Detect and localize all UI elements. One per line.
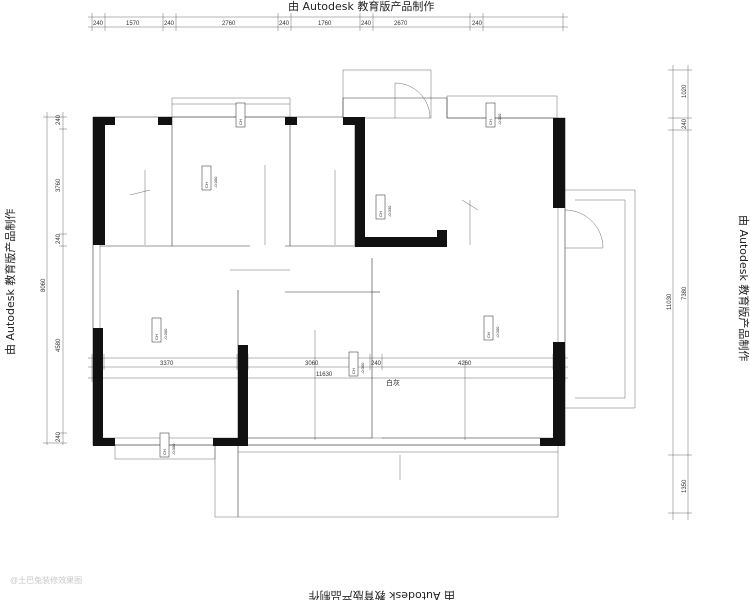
dim-bottom-total: 11630 [316, 372, 333, 378]
svg-text:-0.000: -0.000 [360, 362, 365, 374]
dim-bottom-5: 240 [371, 361, 382, 367]
svg-text:CH: CH [351, 368, 356, 374]
svg-text:CH: CH [154, 334, 159, 340]
svg-text:CH: CH [378, 211, 383, 217]
dim-left-3: 240 [56, 233, 62, 244]
svg-text:CH: CH [162, 449, 167, 455]
dim-top-9: 240 [472, 21, 483, 27]
elevation-marker-3: CH -0.000 [348, 351, 365, 377]
dim-right-2: 240 [682, 118, 688, 129]
watermark-left: 由 Autodesk 教育版产品制作 [3, 209, 17, 355]
elevation-marker-5: CH -0.000 [485, 102, 502, 128]
elevation-marker-4: CH -0.000 [483, 315, 500, 341]
dim-top-5: 240 [279, 21, 290, 27]
dim-top-8: 2670 [394, 21, 408, 27]
watermark-right: 由 Autodesk 教育版产品制作 [737, 215, 750, 361]
dim-left-1: 240 [56, 114, 62, 125]
elevation-marker-6: CH -0.030 [375, 194, 392, 220]
dim-top-1: 240 [93, 21, 104, 27]
dim-left-4: 4580 [56, 338, 62, 352]
svg-text:CH: CH [488, 119, 493, 125]
dim-right-4: 1350 [682, 479, 688, 493]
dimension-chain-left: 240 3760 240 4580 240 8060 [41, 112, 67, 445]
image-credit: @土巴兔装修效果图 [10, 576, 83, 585]
svg-text:-0.030: -0.030 [387, 205, 392, 217]
dim-left-5: 240 [56, 431, 62, 442]
annotation-leaders [129, 165, 479, 480]
dim-top-2: 1570 [126, 21, 140, 27]
elevation-marker-2: CH -0.000 [151, 317, 168, 343]
dimension-chain-right: 1020 240 7380 1350 11030 [667, 65, 692, 520]
dimension-chain-bottom: 240 3370 240 3060 240 4260 240 11630 [88, 354, 568, 382]
svg-text:CH: CH [204, 182, 209, 188]
room-label: 白灰 [386, 378, 400, 387]
svg-text:-0.000: -0.000 [163, 328, 168, 340]
svg-text:-0.000: -0.000 [171, 443, 176, 455]
svg-text:CH: CH [238, 119, 243, 125]
dim-right-1: 1020 [682, 84, 688, 98]
elevation-marker-8: CH [235, 102, 246, 128]
plan-solid-walls [93, 117, 565, 446]
svg-text:-0.000: -0.000 [213, 176, 218, 188]
dim-top-6: 1760 [318, 21, 332, 27]
dimension-chain-top: 240 1570 240 2760 240 1760 240 2670 240 [88, 13, 568, 31]
svg-text:-0.000: -0.000 [495, 326, 500, 338]
watermark-bottom: 由 Autodesk 教育版产品制作 [309, 589, 455, 600]
dim-right-3: 7380 [682, 286, 688, 300]
elevation-marker-7: CH -0.000 [159, 432, 176, 458]
dim-bottom-4: 3060 [305, 361, 319, 367]
dim-top-3: 240 [164, 21, 175, 27]
svg-text:CH: CH [486, 332, 491, 338]
dim-bottom-2: 3370 [160, 361, 174, 367]
watermark-top: 由 Autodesk 教育版产品制作 [288, 0, 434, 13]
dim-top-4: 2760 [222, 21, 236, 27]
svg-text:-0.000: -0.000 [497, 113, 502, 125]
dim-left-total: 8060 [41, 278, 47, 292]
dim-left-2: 3760 [56, 178, 62, 192]
dim-top-7: 240 [361, 21, 372, 27]
elevation-marker-1: CH -0.000 [201, 165, 218, 191]
dim-right-total: 11030 [667, 293, 673, 310]
